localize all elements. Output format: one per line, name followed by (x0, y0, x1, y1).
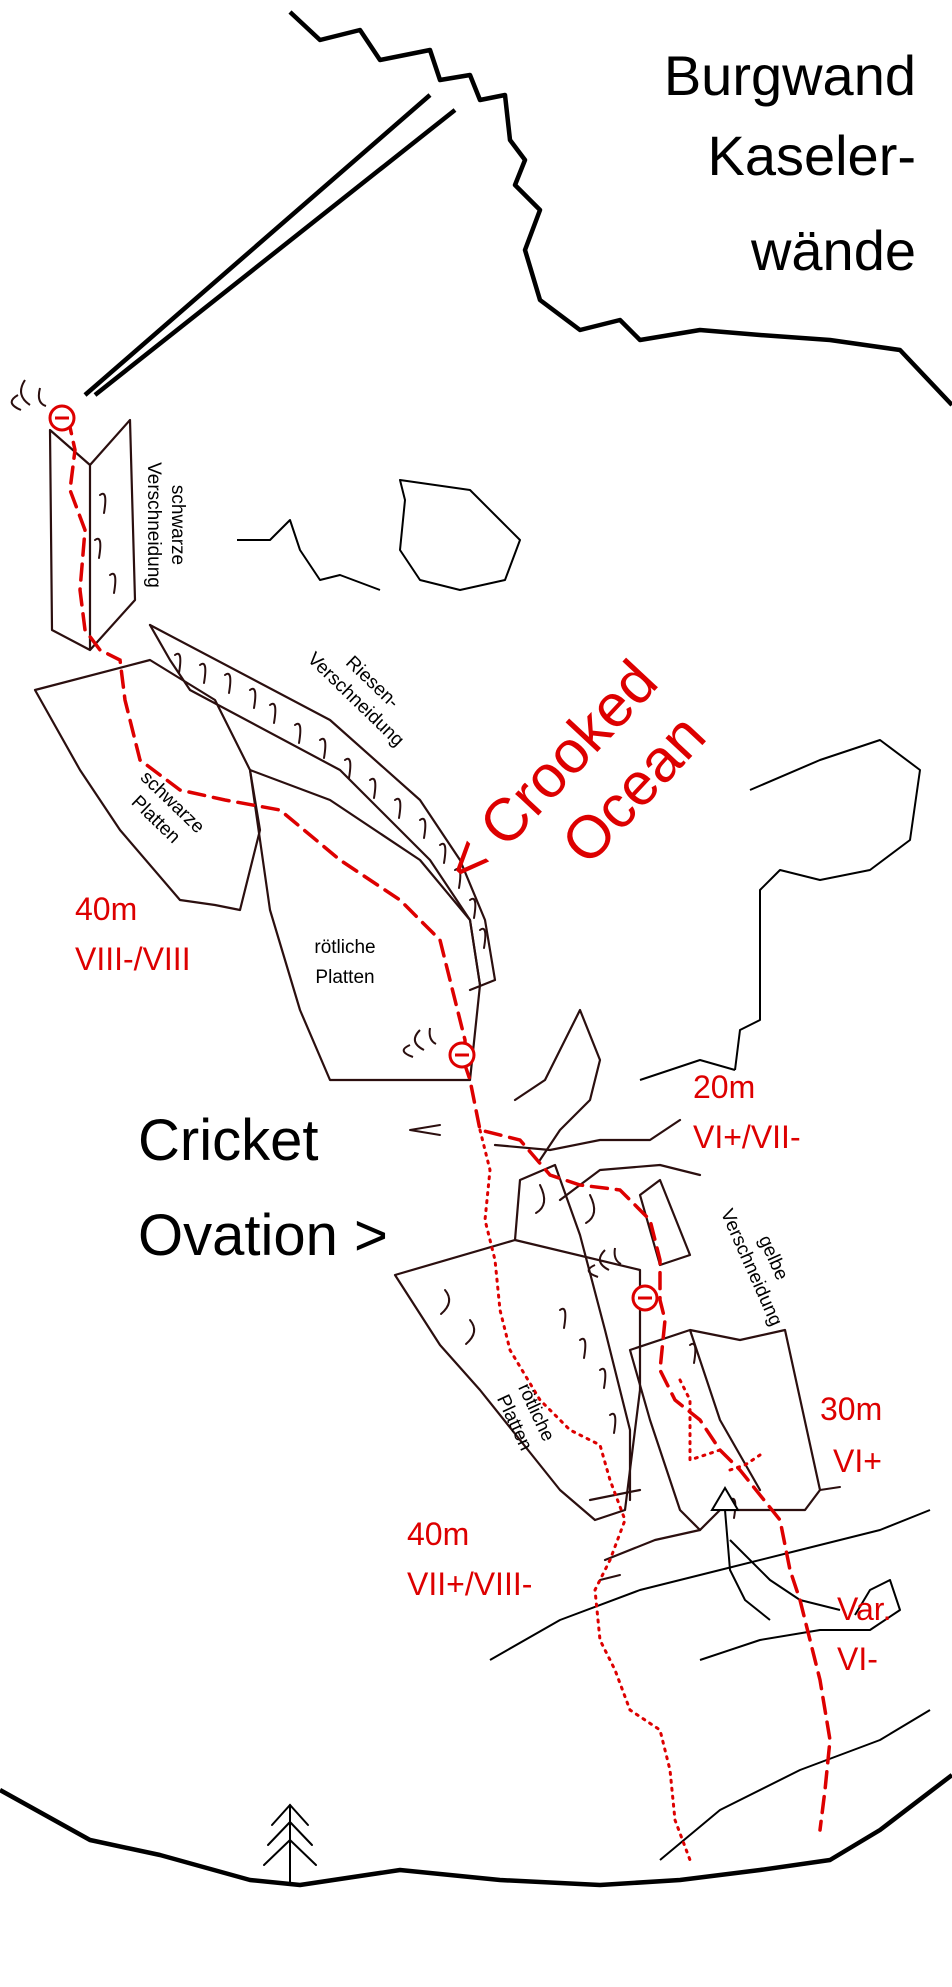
svg-text:VIII-/VIII: VIII-/VIII (75, 941, 191, 977)
anchor-bolt-icon (10, 379, 622, 1278)
gelbe-verschneidung-outline (628, 1328, 822, 1532)
feature-label-schwarze-platten: schwarze Platten (127, 767, 208, 848)
rock-features (33, 418, 822, 1562)
crack-markers (94, 492, 841, 1581)
riesen-verschneidung-outline (148, 623, 497, 992)
feature-label-schwarze-verschneidung: schwarze Verschneidung (143, 462, 188, 588)
pitch-label-crooked-3: 30m VI+ (820, 1391, 882, 1479)
svg-text:rötliche: rötliche (314, 937, 375, 958)
feature-label-riesen-verschneidung: Riesen- Verschneidung (303, 648, 408, 750)
schwarze-verschneidung-outline (48, 418, 137, 652)
pitch-label-cricket-1: 40m VII+/VIII- (407, 1516, 532, 1602)
route-cricket-ovation-line (478, 1128, 692, 1862)
svg-text:30m: 30m (820, 1391, 882, 1427)
route-crooked-ocean-variant-line (678, 1378, 722, 1463)
svg-text:VI+: VI+ (833, 1443, 882, 1479)
svg-text:20m: 20m (693, 1069, 755, 1105)
crag-title-line-2: Kaseler- (707, 124, 916, 187)
start-triangle-icon (710, 1486, 771, 1621)
tree-icon (263, 1803, 317, 1886)
roetliche-platten-lower-outline (393, 1238, 642, 1522)
feature-label-roetliche-platten-lower: rötliche Platten (492, 1380, 558, 1454)
svg-text:Verschneidung: Verschneidung (143, 462, 164, 588)
schwarze-platten-outline (33, 658, 262, 912)
terrain-outline (0, 10, 952, 1888)
route-crooked-ocean-line (66, 416, 832, 1832)
svg-text:Cricket: Cricket (138, 1108, 318, 1173)
svg-text:VI+/VII-: VI+/VII- (693, 1119, 801, 1155)
pitch-label-crooked-variant: Var. VI- (837, 1591, 892, 1677)
svg-text:Ovation >: Ovation > (138, 1203, 388, 1268)
belay-station-icon (48, 404, 659, 1312)
route-crooked-ocean-variant-line-2 (728, 1453, 762, 1472)
roetliche-platten-upper-outline (248, 768, 482, 1082)
svg-text:40m: 40m (75, 891, 137, 927)
svg-text:Platten: Platten (315, 967, 374, 988)
crag-title: Burgwand Kaseler- wände (664, 44, 916, 282)
crag-title-line-3: wände (750, 219, 916, 282)
crag-title-line-1: Burgwand (664, 44, 916, 107)
feature-label-roetliche-platten-upper: rötliche Platten (314, 937, 375, 988)
route-name-cricket-ovation: Cricket Ovation > (138, 1108, 388, 1268)
pitch-label-crooked-1: 40m VIII-/VIII (75, 891, 191, 977)
svg-text:40m: 40m (407, 1516, 469, 1552)
svg-text:VII+/VIII-: VII+/VIII- (407, 1566, 532, 1602)
svg-text:Var.: Var. (837, 1591, 892, 1627)
svg-text:VI-: VI- (837, 1641, 878, 1677)
feature-label-gelbe-verschneidung: gelbe Verschneidung (716, 1206, 792, 1329)
pitch-label-crooked-2: 20m VI+/VII- (693, 1069, 801, 1155)
svg-text:schwarze: schwarze (167, 485, 188, 565)
